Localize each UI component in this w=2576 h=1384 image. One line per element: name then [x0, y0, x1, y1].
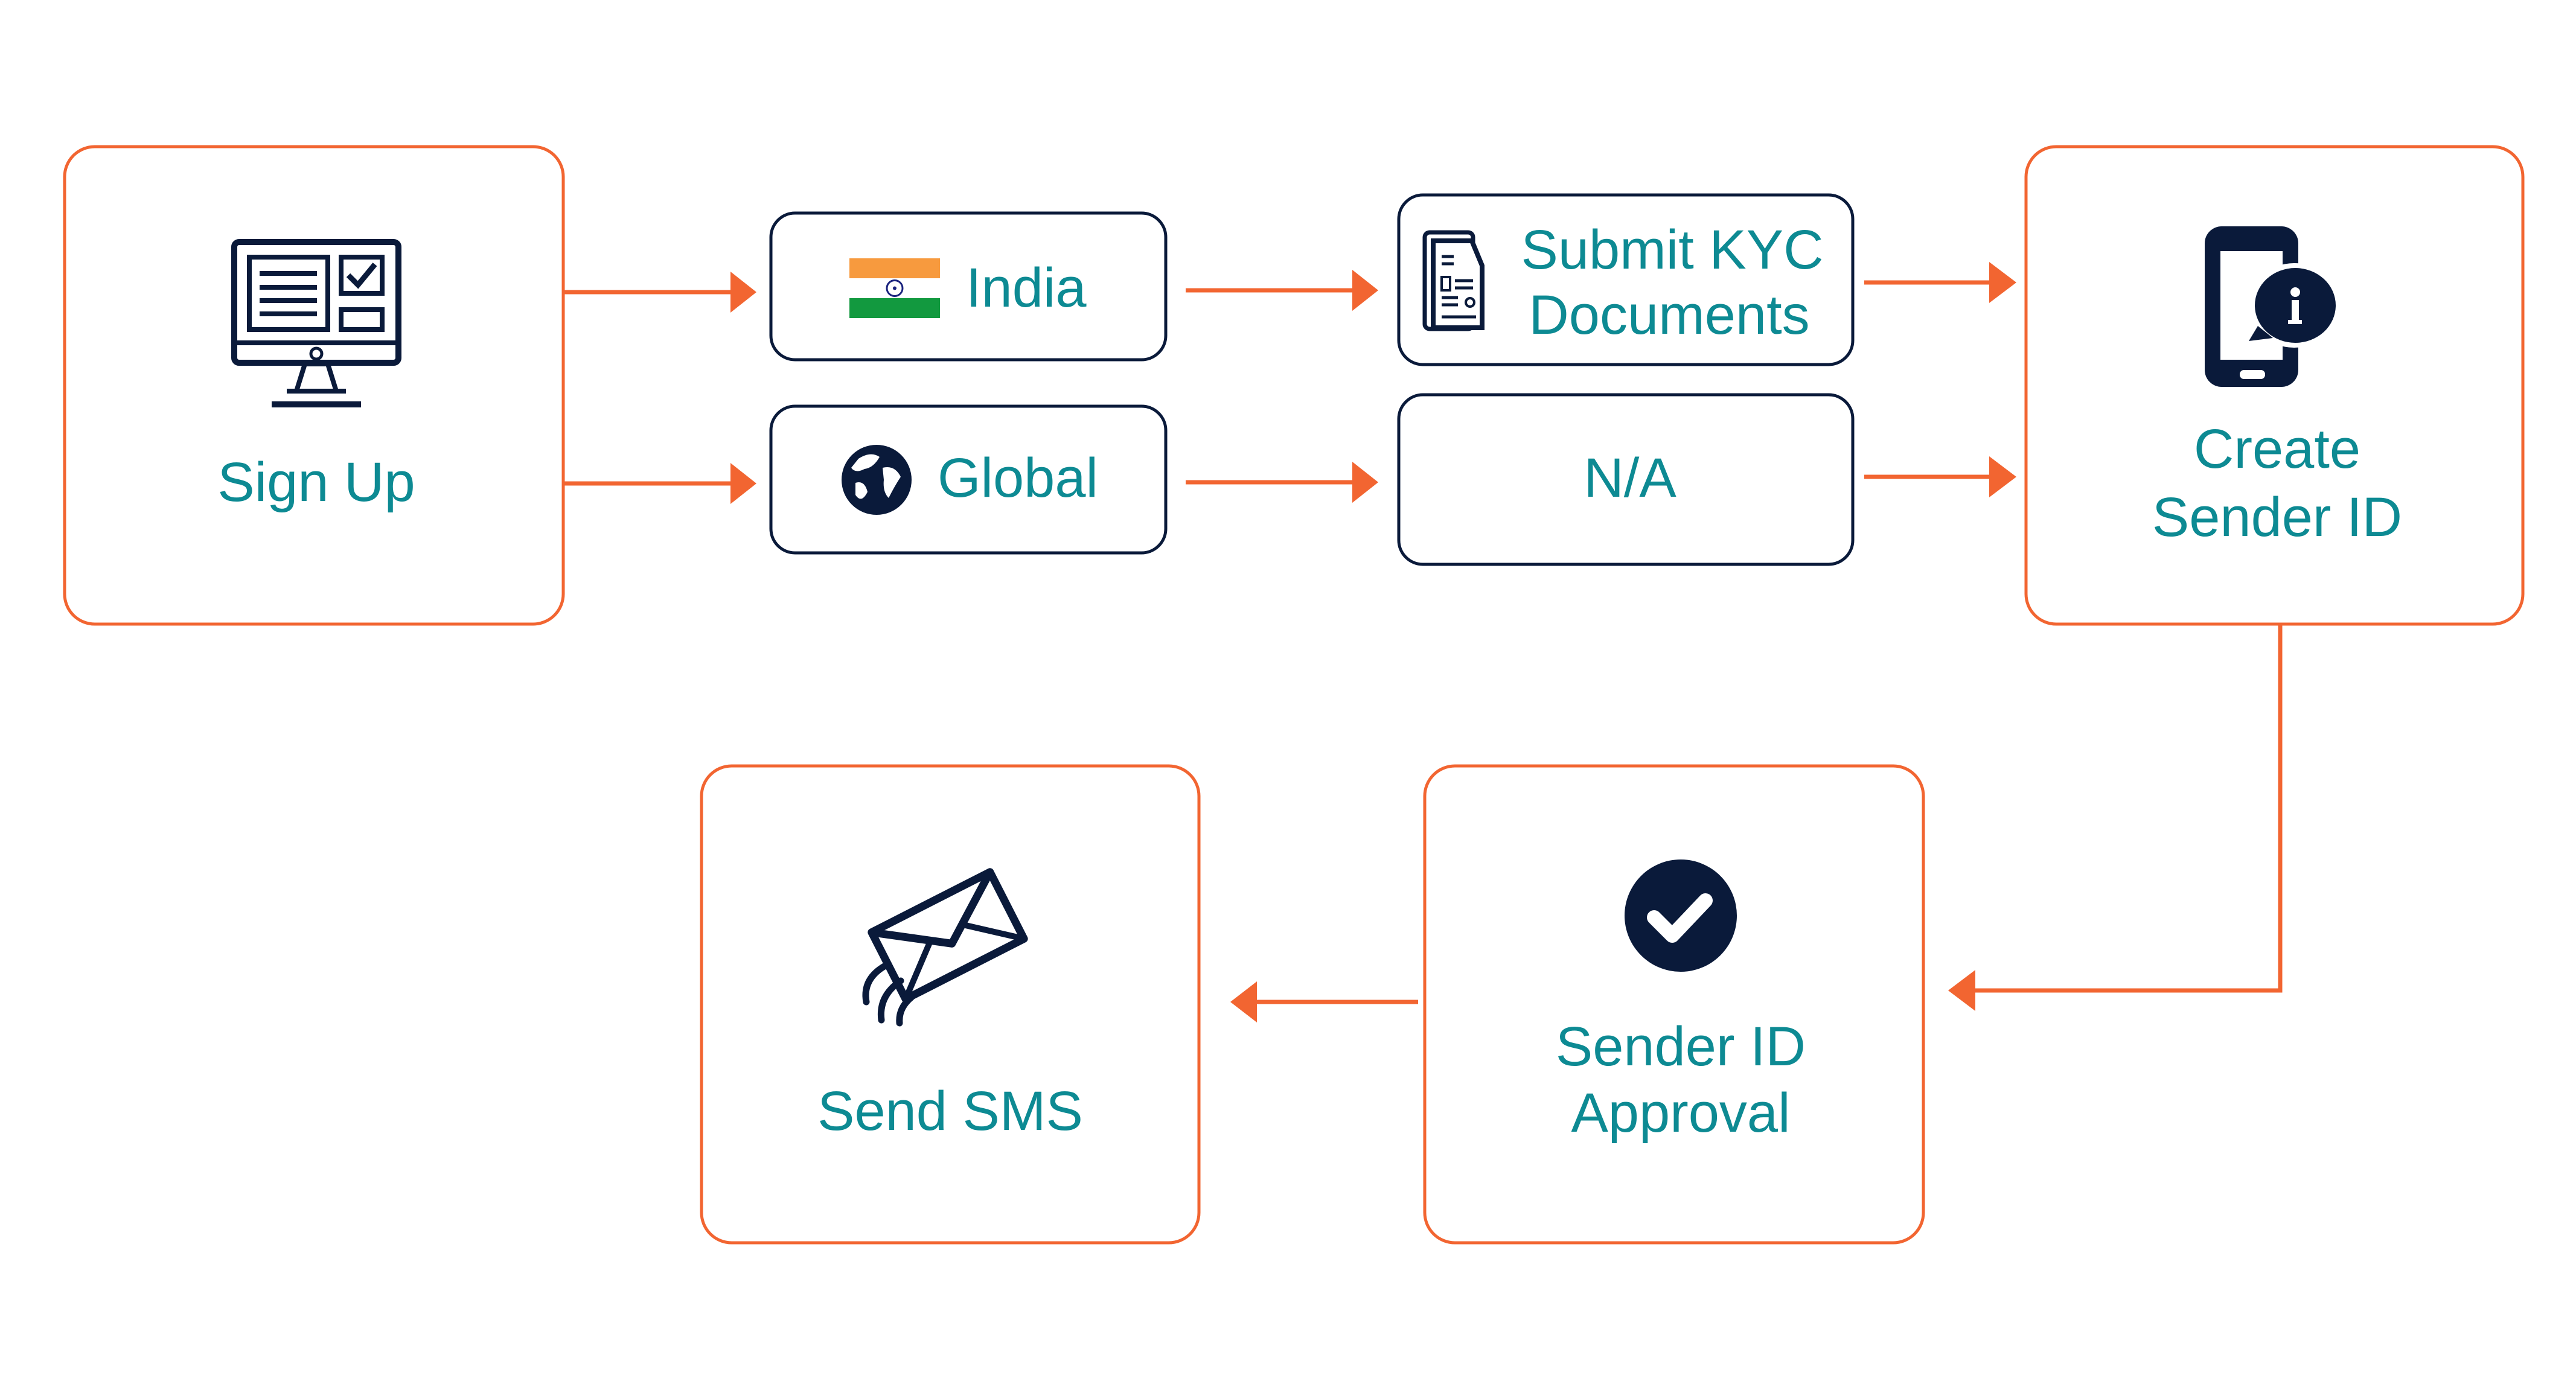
arrow-signup-india [563, 272, 756, 313]
arrow-india-kyc [1186, 270, 1378, 311]
arrow-global-na [1186, 462, 1378, 503]
india-label: India [966, 257, 1087, 319]
step-global: Global [769, 404, 1168, 555]
step-send-sms: Send SMS [700, 764, 1201, 1245]
motion-lines [862, 961, 915, 1027]
step-na: N/A [1397, 393, 1855, 566]
step-sign-up: Sign Up [63, 145, 565, 626]
step-india: India [769, 211, 1168, 362]
arrow-create-approval [1948, 624, 2283, 1011]
step-submit-kyc: Submit KYC Documents [1397, 193, 1855, 366]
connectors [563, 262, 2283, 1022]
send-sms-label: Send SMS [817, 1080, 1083, 1142]
sign-up-label: Sign Up [217, 451, 415, 513]
arrow-na-create [1864, 456, 2016, 497]
arrow-signup-global [563, 463, 756, 504]
check-circle-icon [1625, 859, 1737, 972]
global-label: Global [938, 447, 1098, 509]
arrow-approval-sendsms [1230, 981, 1418, 1022]
step-sender-id-approval: Sender ID Approval [1423, 764, 1925, 1245]
na-label: N/A [1584, 447, 1676, 509]
kyc-label-line2: Documents [1529, 284, 1809, 346]
india-flag-icon [849, 258, 940, 318]
arrow-kyc-create [1864, 262, 2016, 303]
approval-label-line1: Sender ID [1556, 1016, 1806, 1077]
step-create-sender-id: Create Sender ID [2024, 145, 2525, 626]
approval-label-line2: Approval [1571, 1082, 1790, 1144]
globe-icon [842, 445, 912, 515]
create-label-line2: Sender ID [2152, 486, 2402, 548]
phone-info-icon [2205, 226, 2340, 387]
kyc-label-line1: Submit KYC [1521, 219, 1823, 281]
document-icon [1422, 230, 1485, 331]
computer-form-icon [231, 239, 401, 407]
create-label-line1: Create [2194, 418, 2360, 480]
